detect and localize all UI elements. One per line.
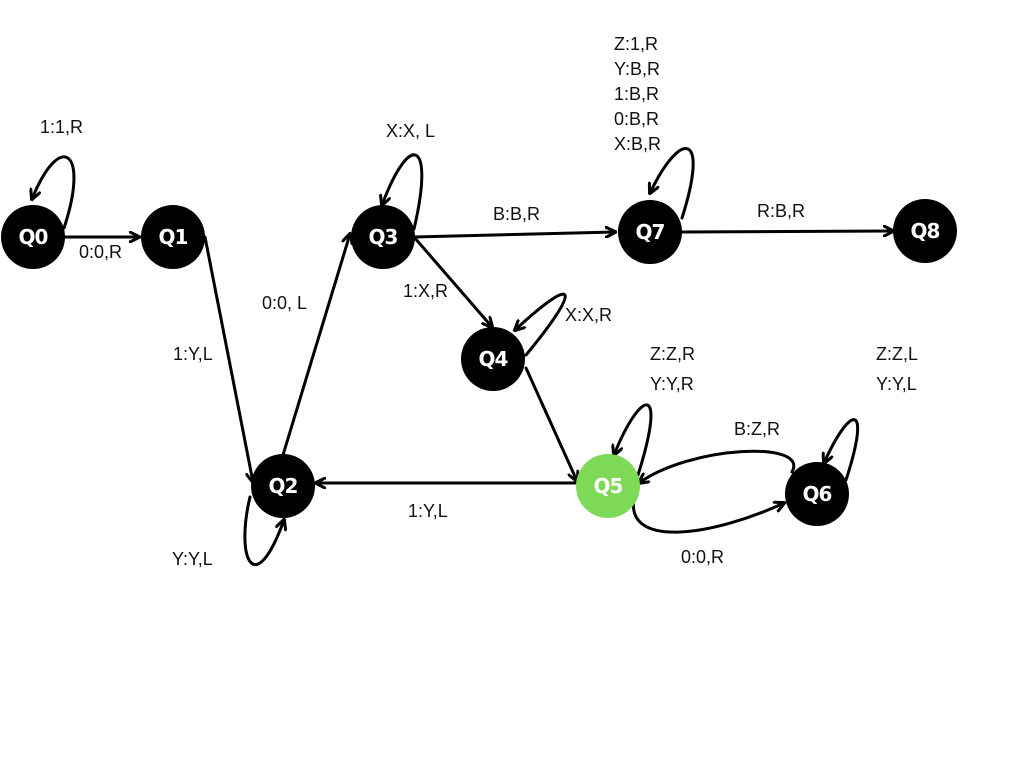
transition-label-q7-q7: X:B,R: [614, 134, 661, 154]
transition-q5-q6: [631, 496, 784, 534]
state-q3: Q3: [351, 205, 415, 269]
state-circle-q2: [251, 454, 315, 518]
transition-q4-q5: [524, 366, 577, 481]
transition-label-q2-q2: Y:Y,L: [172, 549, 213, 569]
transition-label-q7-q7: Y:B,R: [614, 59, 660, 79]
transition-label-q6-q6: Y:Y,L: [876, 374, 917, 394]
transition-q6-q6: [824, 418, 860, 482]
transition-label-q3-q4: 1:X,R: [403, 281, 448, 301]
transition-q7-q7: [650, 147, 695, 220]
transition-q4-q4: [515, 292, 567, 357]
transition-label-q5-q6: 0:0,R: [681, 547, 724, 567]
transition-q2-q3: [281, 234, 350, 457]
transition-label-q6-q6: Z:Z,L: [876, 344, 918, 364]
transition-q7-q8: [680, 231, 893, 232]
state-label-q4: Q4: [479, 347, 508, 371]
transition-label-q4-q4: X:X,R: [565, 305, 612, 325]
state-q6: Q6: [785, 462, 849, 526]
state-circle-q0: [1, 205, 65, 269]
transition-label-q5-q5: Z:Z,R: [650, 344, 695, 364]
state-circle-q4: [461, 327, 525, 391]
transition-label-q3-q3: X:X, L: [386, 121, 435, 141]
state-circle-q8: [893, 199, 957, 263]
state-q0: Q0: [1, 205, 65, 269]
state-q5: Q5: [576, 454, 640, 518]
transition-q3-q4: [412, 235, 492, 327]
state-label-q8: Q8: [911, 219, 940, 243]
state-q1: Q1: [141, 205, 205, 269]
transition-label-q7-q8: R:B,R: [757, 201, 805, 221]
state-circle-q7: [618, 200, 682, 264]
state-label-q7: Q7: [636, 220, 665, 244]
transition-q6-q5: [639, 449, 796, 483]
state-circle-q5: [576, 454, 640, 518]
transition-label-q0-q0: 1:1,R: [40, 117, 83, 137]
transition-label-q7-q7: 0:B,R: [614, 109, 659, 129]
transition-label-q7-q7: Z:1,R: [614, 34, 658, 54]
transition-label-q5-q2: 1:Y,L: [408, 501, 448, 521]
state-circle-q6: [785, 462, 849, 526]
state-label-q3: Q3: [369, 225, 398, 249]
transition-labels: 1:1,R 0:0,R 1:Y,L Y:Y,L 0:0, L X:X, L B:B,R 1:X…: [40, 34, 918, 569]
transition-q3-q3: [382, 153, 424, 231]
transition-q2-q2: [243, 495, 284, 566]
transition-q5-q5: [614, 403, 653, 477]
state-label-q5: Q5: [594, 474, 623, 498]
transition-label-q5-q5: Y:Y,R: [650, 374, 694, 394]
state-q4: Q4: [461, 327, 525, 391]
transition-label-q0-q1: 0:0,R: [79, 242, 122, 262]
state-label-q1: Q1: [159, 225, 188, 249]
transition-label-q7-q7: 1:B,R: [614, 84, 659, 104]
transition-q3-q7: [412, 232, 615, 239]
transition-label-q6-q5: B:Z,R: [734, 419, 780, 439]
transition-label-q3-q7: B:B,R: [493, 204, 540, 224]
state-q8: Q8: [893, 199, 957, 263]
state-label-q2: Q2: [269, 474, 298, 498]
state-label-q6: Q6: [803, 482, 832, 506]
state-q7: Q7: [618, 200, 682, 264]
transition-q1-q2: [203, 235, 253, 482]
state-circle-q1: [141, 205, 205, 269]
state-q2: Q2: [251, 454, 315, 518]
transition-q0-q0: [32, 155, 76, 230]
transition-label-q1-q2: 1:Y,L: [173, 344, 213, 364]
state-circle-q3: [351, 205, 415, 269]
transitions: [32, 147, 893, 566]
state-label-q0: Q0: [19, 225, 48, 249]
transition-label-q2-q3: 0:0, L: [262, 293, 307, 313]
